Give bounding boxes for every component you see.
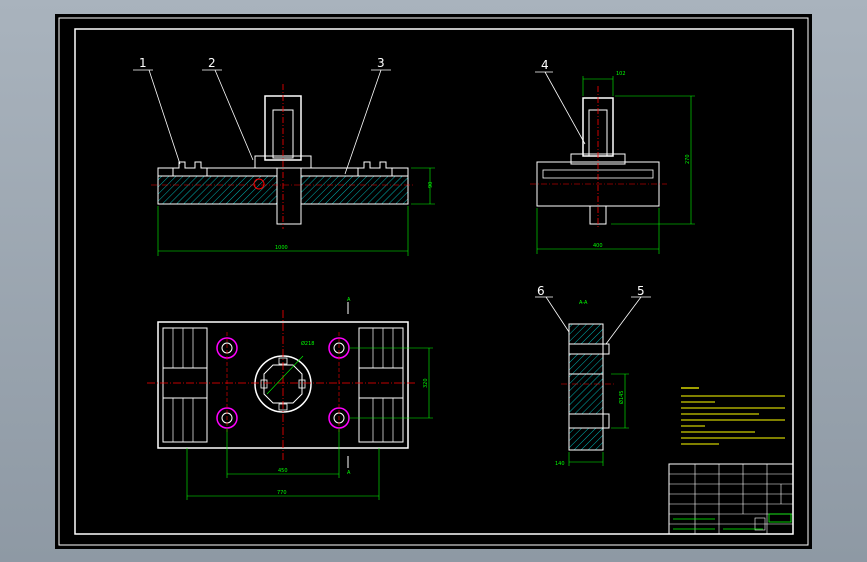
title-block — [668, 463, 794, 535]
dim-plan-span-a: 450 — [278, 468, 288, 474]
plan-view — [147, 302, 433, 500]
dim-section-height: Ø145 — [618, 391, 625, 404]
dim-front-height: 90 — [428, 182, 434, 188]
part-label-1: 1 — [139, 56, 147, 70]
dim-plan-center: Ø218 — [301, 340, 314, 347]
front-view — [133, 69, 435, 256]
cad-viewport[interactable]: 1 2 3 1000 90 4 400 270 102 — [55, 14, 812, 549]
section-title: A-A — [579, 300, 588, 306]
part-label-2: 2 — [208, 56, 216, 70]
section-mark-bottom: A — [347, 470, 351, 476]
part-label-3: 3 — [377, 56, 385, 70]
technical-notes — [681, 387, 785, 445]
part-label-6: 6 — [537, 284, 545, 298]
dim-front-length: 1000 — [275, 245, 288, 251]
section-view — [535, 296, 651, 466]
outer-border — [58, 17, 809, 546]
section-mark-top: A — [347, 297, 351, 303]
side-view — [530, 71, 695, 254]
dim-section-width: 140 — [555, 461, 565, 467]
dim-plan-height: 320 — [423, 378, 429, 388]
dim-side-top: 102 — [616, 71, 626, 77]
part-label-5: 5 — [637, 284, 645, 298]
inner-border — [74, 28, 794, 535]
dim-plan-span-b: 770 — [277, 490, 287, 496]
dim-side-height: 270 — [685, 154, 691, 164]
engineering-drawing: 1 2 3 1000 90 4 400 270 102 — [58, 17, 809, 546]
dim-side-width: 400 — [593, 243, 603, 249]
part-label-4: 4 — [541, 58, 549, 72]
